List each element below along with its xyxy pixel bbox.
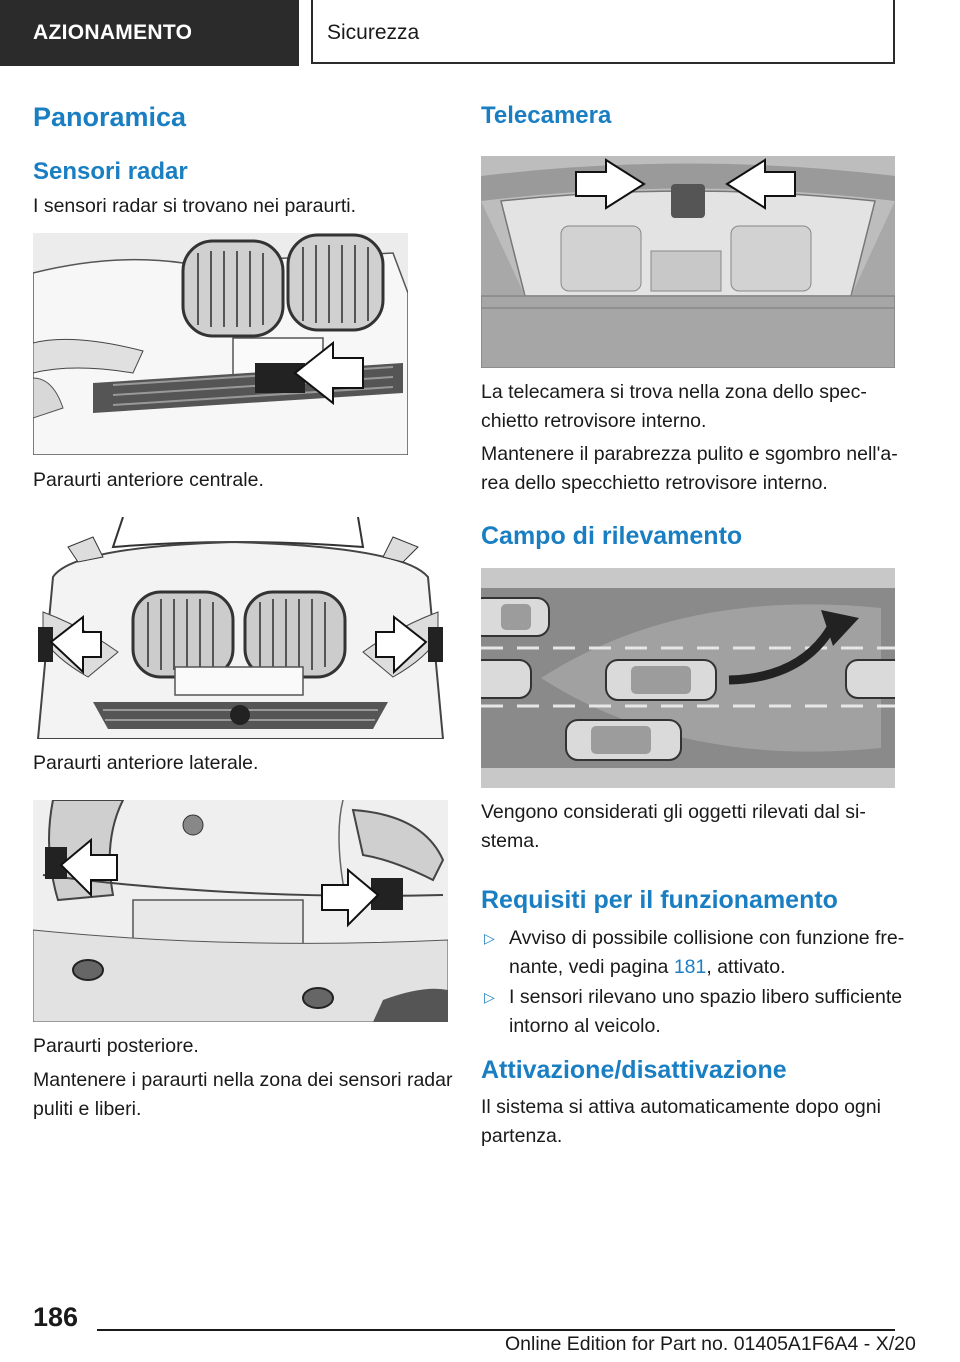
radar-intro: I sensori radar si trovano nei paraurti. xyxy=(33,195,356,217)
caption-front-center: Paraurti anteriore centrale. xyxy=(33,469,264,491)
subsection-title: Sicurezza xyxy=(311,0,895,64)
rear-bumper-illustration xyxy=(33,800,448,1022)
camera-heading: Telecamera xyxy=(481,102,612,129)
radar-clean-line1: Mantenere i paraurti nella zona dei sens… xyxy=(33,1069,453,1091)
edition-footer: Online Edition for Part no. 01405A1F6A4 … xyxy=(505,1333,916,1355)
caption-front-lateral: Paraurti anteriore laterale. xyxy=(33,752,259,774)
section-tab: AZIONAMENTO xyxy=(0,0,299,66)
activation-heading: Attivazione/disattivazione xyxy=(481,1056,787,1084)
req-item-1b: nante, vedi pagina 181, attivato. xyxy=(509,956,786,978)
page-link[interactable]: 181 xyxy=(673,956,707,978)
range-text-a: Vengono considerati gli oggetti rilevati… xyxy=(481,801,866,823)
activation-text-a: Il sistema si attiva automaticamente dop… xyxy=(481,1096,881,1118)
range-text-b: stema. xyxy=(481,830,540,852)
radar-clean-line2: puliti e liberi. xyxy=(33,1098,142,1120)
requirements-heading: Requisiti per il funzionamento xyxy=(481,886,838,914)
radar-heading: Sensori radar xyxy=(33,158,188,185)
camera-text-1a: La telecamera si trova nella zona dello … xyxy=(481,381,867,403)
page-number: 186 xyxy=(33,1302,79,1332)
page-title: Panoramica xyxy=(33,102,187,132)
front-bumper-lateral-illustration xyxy=(33,517,448,739)
bullet-icon: ▷ xyxy=(484,930,495,946)
req-item-2b: intorno al veicolo. xyxy=(509,1015,661,1037)
camera-text-1b: chietto retrovisore interno. xyxy=(481,410,707,432)
req-item-2a: I sensori rilevano uno spazio libero suf… xyxy=(509,986,903,1008)
range-heading: Campo di rilevamento xyxy=(481,522,743,550)
caption-rear: Paraurti posteriore. xyxy=(33,1035,199,1057)
camera-text-2b: rea dello specchietto retrovisore intern… xyxy=(481,472,828,494)
activation-text-b: partenza. xyxy=(481,1125,563,1147)
front-bumper-center-illustration xyxy=(33,233,408,455)
camera-text-2a: Mantenere il parabrezza pulito e sgombro… xyxy=(481,443,898,465)
camera-illustration xyxy=(481,156,895,368)
footer-divider xyxy=(97,1329,895,1331)
req-item-1a: Avviso di possibile collisione con funzi… xyxy=(509,927,905,949)
detection-range-illustration xyxy=(481,568,895,788)
bullet-icon: ▷ xyxy=(484,989,495,1005)
